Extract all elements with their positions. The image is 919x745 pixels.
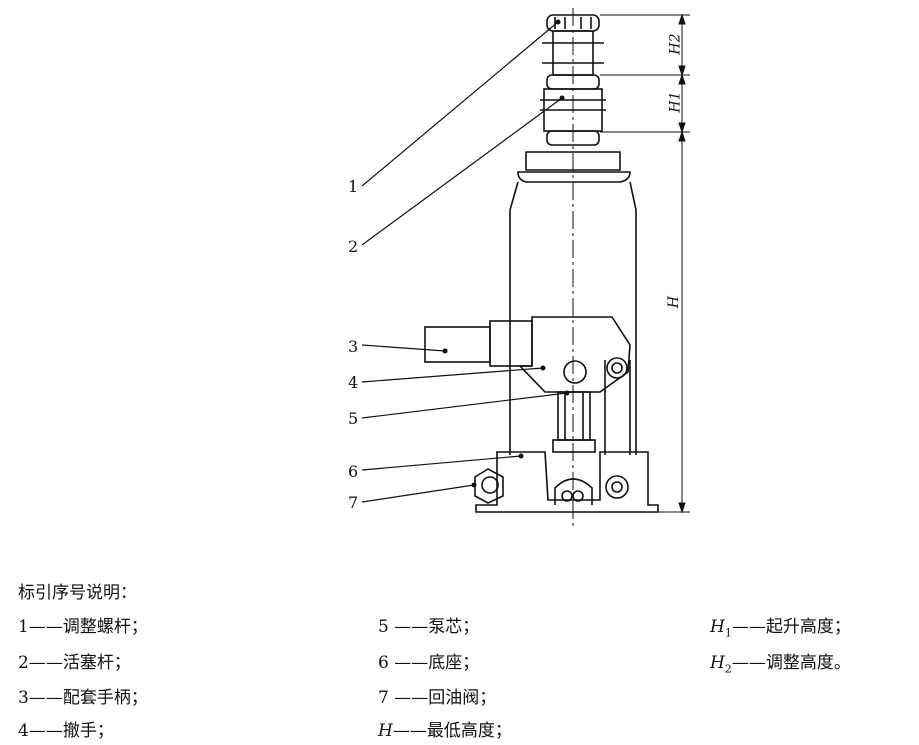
dimension-h-label: H (666, 295, 683, 309)
lever (518, 316, 631, 393)
legend-item-1: 1——调整螺杆； (18, 617, 148, 637)
callout-6: 6 (348, 462, 359, 481)
legend-item-4: 4——撤手； (18, 721, 114, 741)
legend-item-6: 6 ——底座； (378, 653, 480, 673)
leader-6 (361, 455, 522, 471)
legend-item-h2: H2——调整高度。 (710, 653, 851, 676)
callout-5: 5 (348, 409, 359, 428)
callout-2: 2 (348, 237, 359, 256)
leader-1 (361, 21, 559, 187)
return-valve (474, 468, 504, 504)
legend-item-h1: H1——起升高度； (710, 617, 851, 640)
legend-item-5: 5 ——泵芯； (378, 617, 480, 637)
dimension-h1-label: H1 (667, 91, 684, 113)
callout-7: 7 (348, 493, 359, 512)
top-cap (525, 151, 621, 171)
leader-2 (361, 97, 563, 246)
legend-item-7: 7 ——回油阀； (378, 688, 497, 708)
callout-3: 3 (348, 337, 359, 356)
leader-5 (361, 392, 568, 419)
handle-socket (489, 320, 533, 367)
legend-item-3: 3——配套手柄； (18, 688, 148, 708)
cylinder-body (509, 181, 637, 455)
base (475, 451, 659, 513)
leader-7 (361, 484, 475, 503)
legend-title: 标引序号说明： (18, 583, 137, 603)
leader-4 (361, 367, 544, 383)
legend-item-2: 2——活塞杆； (18, 653, 131, 673)
callout-4: 4 (348, 373, 359, 392)
piston-collar-bottom (546, 130, 600, 146)
leader-3 (361, 344, 446, 352)
handle-sleeve (424, 326, 491, 363)
callout-1: 1 (348, 177, 359, 196)
dimension-h2-label: H2 (667, 33, 684, 55)
legend-item-h: H——最低高度； (378, 721, 512, 741)
pump-core (557, 391, 591, 441)
jack-diagram (361, 8, 690, 528)
